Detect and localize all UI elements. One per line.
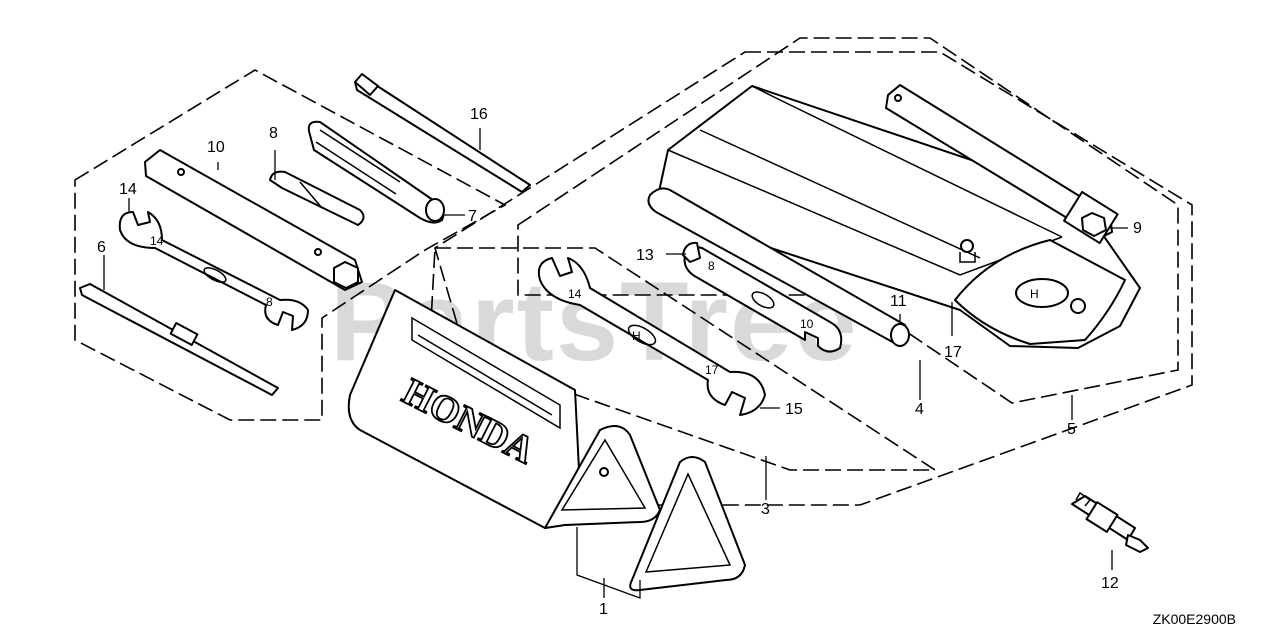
spanner-14[interactable]: 14 8 xyxy=(118,211,309,331)
callout-12: 12 xyxy=(1101,575,1119,592)
callout-1: 1 xyxy=(599,601,608,618)
callouts: 1 3 4 5 6 7 8 9 10 11 12 13 14 15 16 17 xyxy=(97,106,1142,618)
spanner-15-size-a: 14 xyxy=(568,287,582,301)
spanner-15-badge: H xyxy=(632,329,641,343)
group-boundary-5 xyxy=(434,51,1193,506)
callout-16: 16 xyxy=(470,106,488,123)
callout-14: 14 xyxy=(119,181,137,198)
spanner-14-size-b: 8 xyxy=(266,295,273,309)
tool-case-cap[interactable] xyxy=(629,456,746,592)
callout-9: 9 xyxy=(1133,220,1142,237)
spanner-13-size-a: 8 xyxy=(708,259,715,273)
plug-wrench[interactable] xyxy=(144,149,363,291)
leader-lines xyxy=(103,128,1128,599)
spanner-15[interactable]: H 14 17 xyxy=(537,257,766,416)
callout-3: 3 xyxy=(761,501,770,518)
spark-plug[interactable] xyxy=(1071,491,1149,553)
callout-17: 17 xyxy=(944,344,962,361)
tommy-bar[interactable] xyxy=(647,187,910,347)
spanner-14-size-a: 14 xyxy=(150,234,164,248)
callout-10: 10 xyxy=(207,139,225,156)
callout-15: 15 xyxy=(785,401,803,418)
callout-7: 7 xyxy=(468,208,477,225)
group-boundary-4 xyxy=(517,37,1179,404)
tool-roll[interactable]: H xyxy=(654,85,1141,349)
callout-13: 13 xyxy=(636,247,654,264)
diagram-code: ZK00E2900B xyxy=(1152,611,1236,627)
tool-case[interactable]: HONDA xyxy=(347,289,661,529)
spanner-13-size-b: 10 xyxy=(800,317,814,331)
callout-4: 4 xyxy=(915,401,924,418)
screwdriver-6[interactable] xyxy=(79,283,279,396)
screwdriver-grip[interactable] xyxy=(307,120,445,224)
group-boundary-left xyxy=(74,69,507,421)
callout-8: 8 xyxy=(269,125,278,142)
callout-11: 11 xyxy=(890,293,907,310)
box-wrench-9[interactable] xyxy=(885,84,1119,245)
spanner-15-size-b: 17 xyxy=(705,363,719,377)
tool-roll-badge: H xyxy=(1030,287,1039,301)
screwdriver-16[interactable] xyxy=(354,73,531,193)
spanner-13[interactable]: 8 10 xyxy=(682,241,843,353)
callout-6: 6 xyxy=(97,239,106,256)
callout-5: 5 xyxy=(1067,421,1076,438)
screwdriver-bit[interactable] xyxy=(269,170,365,226)
